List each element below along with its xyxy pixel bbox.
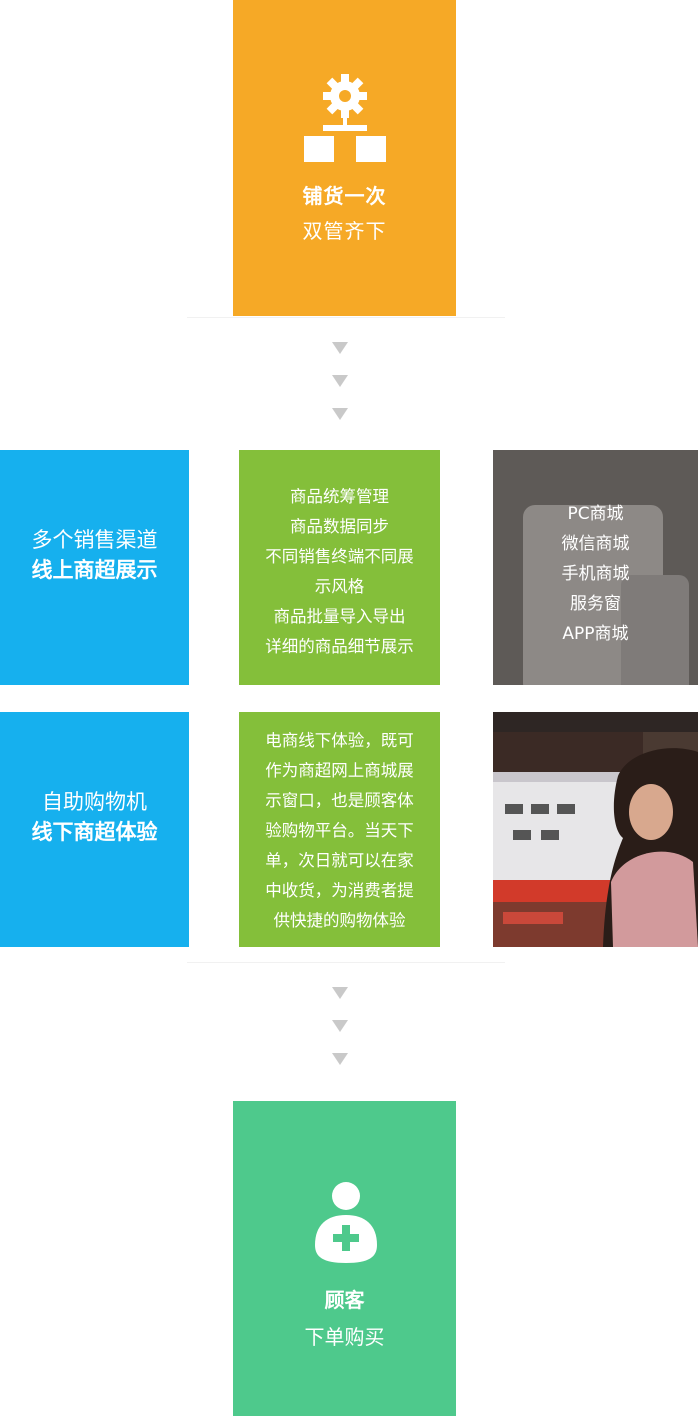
channel-online-line2: 线上商超展示 [31,558,158,582]
feature-line: 示窗口，也是顾客体 [265,791,414,810]
channel-online-line1: 多个销售渠道 [31,528,158,552]
phone-shape [621,575,689,685]
devices-photo: PC商城 微信商城 手机商城 服务窗 APP商城 [493,450,698,685]
feature-line: 示风格 [314,577,365,596]
feature-line: 作为商超网上商城展 [265,761,414,780]
down-arrow-icon [332,408,348,420]
offline-features-card: 电商线下体验，既可 作为商超网上商城展 示窗口，也是顾客体 验购物平台。当天下 … [239,712,440,947]
online-features-card: 商品统筹管理 商品数据同步 不同销售终端不同展 示风格 商品批量导入导出 详细的… [239,450,440,685]
divider-line [187,317,505,318]
bottom-step-card: 顾客 下单购买 [233,1101,456,1416]
down-arrow-icon [332,1053,348,1065]
feature-line: 商品统筹管理 [290,487,389,506]
feature-line: 详细的商品细节展示 [265,637,414,656]
feature-line: 商品批量导入导出 [273,607,406,626]
channel-item: 手机商城 [561,564,630,584]
channel-offline-line1: 自助购物机 [42,790,147,814]
gear-hierarchy-icon [304,72,386,164]
down-arrow-icon [332,1020,348,1032]
feature-line: 验购物平台。当天下 [265,821,414,840]
feature-line: 中收货，为消费者提 [265,881,414,900]
divider-line [187,962,505,963]
kiosk-photo [493,712,698,947]
feature-line: 供快捷的购物体验 [273,911,406,930]
bottom-step-title: 顾客 [324,1288,365,1312]
bottom-step-subtitle: 下单购买 [304,1325,385,1349]
channel-item: 服务窗 [570,594,621,614]
feature-line: 商品数据同步 [290,517,389,536]
channel-item: APP商城 [562,624,629,644]
user-plus-icon [311,1181,381,1267]
down-arrow-icon [332,375,348,387]
top-step-subtitle: 双管齐下 [302,219,387,243]
channel-item: 微信商城 [561,534,630,554]
channel-offline-card: 自助购物机 线下商超体验 [0,712,189,947]
channel-list: PC商城 微信商城 手机商城 服务窗 APP商城 [493,499,698,649]
channel-online-card: 多个销售渠道 线上商超展示 [0,450,189,685]
down-arrow-icon [332,342,348,354]
channel-item: PC商城 [567,504,624,524]
feature-line: 电商线下体验，既可 [265,731,414,750]
down-arrow-icon [332,987,348,999]
feature-line: 不同销售终端不同展 [265,547,414,566]
feature-line: 单，次日就可以在家 [265,851,414,870]
top-step-title: 铺货一次 [302,184,387,208]
top-step-card: 铺货一次 双管齐下 [233,0,456,316]
channel-offline-line2: 线下商超体验 [31,820,158,844]
